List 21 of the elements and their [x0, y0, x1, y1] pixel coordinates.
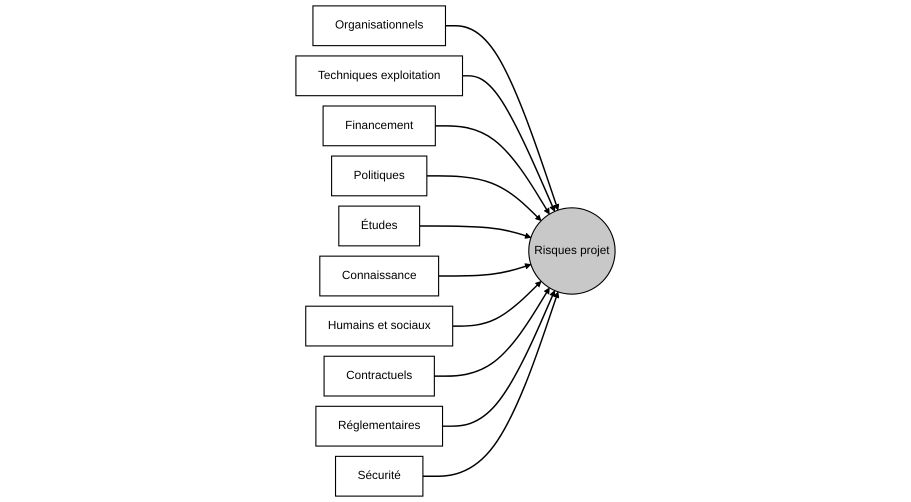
arrow [435, 125, 550, 214]
node-box: Connaissance [319, 256, 440, 296]
arrow [420, 225, 532, 239]
node-box: Politiques [331, 156, 428, 196]
arrow [422, 292, 560, 477]
arrow [446, 25, 560, 210]
arrow [438, 263, 532, 277]
node-circle: Risques projet [528, 207, 616, 295]
node-box: Financement [322, 105, 436, 146]
node-box: Techniques exploitation [295, 55, 464, 96]
node-box: Organisationnels [312, 5, 446, 46]
node-box: Humains et sociaux [305, 306, 454, 346]
node-box: Réglementaires [315, 406, 444, 447]
arrow [434, 288, 550, 377]
node-box: Sécurité [334, 456, 424, 497]
node-box: Contractuels [324, 356, 435, 397]
arrow [442, 290, 556, 427]
arrow [426, 175, 542, 222]
node-box: Études [338, 206, 420, 246]
arrow [462, 75, 556, 212]
arrow [452, 280, 542, 327]
